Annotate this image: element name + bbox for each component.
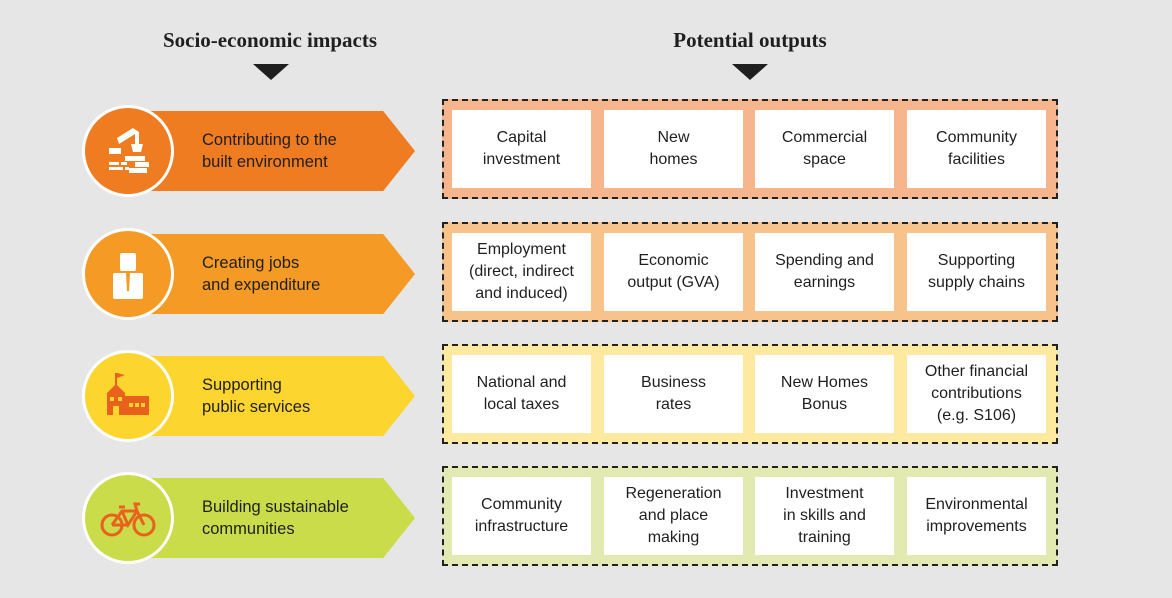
impact-circle	[82, 105, 174, 197]
output-card: Capital investment	[452, 110, 591, 188]
bicycle-icon	[100, 502, 156, 537]
output-card: Business rates	[604, 355, 743, 433]
output-card: Employment (direct, indirect and induced…	[452, 233, 591, 311]
impact-circle	[82, 228, 174, 320]
outputs-box: Employment (direct, indirect and induced…	[442, 222, 1058, 322]
output-card: Supporting supply chains	[907, 233, 1046, 311]
outputs-header-arrow	[732, 64, 768, 80]
output-card: Spending and earnings	[755, 233, 894, 311]
impact-label: Supporting public services	[202, 376, 311, 416]
impact-banner	[150, 111, 415, 191]
output-card: New homes	[604, 110, 743, 188]
impact-row-jobs-expenditure: Creating jobs and expenditure Employment…	[0, 222, 1172, 326]
impact-circle	[82, 350, 174, 442]
impacts-header-arrow	[253, 64, 289, 80]
output-card: New Homes Bonus	[755, 355, 894, 433]
outputs-box: National and local taxes Business rates …	[442, 344, 1058, 444]
school-icon	[107, 373, 149, 415]
outputs-box: Capital investment New homes Commercial …	[442, 99, 1058, 199]
impact-banner	[150, 356, 415, 436]
excavator-icon	[109, 128, 149, 173]
impact-row-sustainable-communities: Building sustainable communities Communi…	[0, 466, 1172, 570]
worker-icon	[113, 253, 143, 299]
output-card: Regeneration and place making	[604, 477, 743, 555]
impact-label: Creating jobs and expenditure	[202, 254, 321, 294]
output-card: Economic output (GVA)	[604, 233, 743, 311]
impact-row-built-environment: Contributing to the built environment Ca…	[0, 99, 1172, 203]
outputs-header: Potential outputs	[673, 28, 827, 52]
impact-banner	[150, 234, 415, 314]
impact-label: Contributing to the built environment	[202, 131, 337, 171]
output-card: Community infrastructure	[452, 477, 591, 555]
impact-label: Building sustainable communities	[202, 498, 349, 538]
output-card: National and local taxes	[452, 355, 591, 433]
output-card: Community facilities	[907, 110, 1046, 188]
impact-row-public-services: Supporting public services National and …	[0, 344, 1172, 448]
impacts-header: Socio-economic impacts	[162, 28, 378, 52]
output-card: Investment in skills and training	[755, 477, 894, 555]
impact-banner	[150, 478, 415, 558]
outputs-box: Community infrastructure Regeneration an…	[442, 466, 1058, 566]
impact-circle	[82, 472, 174, 564]
output-card: Other financial contributions (e.g. S106…	[907, 355, 1046, 433]
output-card: Commercial space	[755, 110, 894, 188]
output-card: Environmental improvements	[907, 477, 1046, 555]
